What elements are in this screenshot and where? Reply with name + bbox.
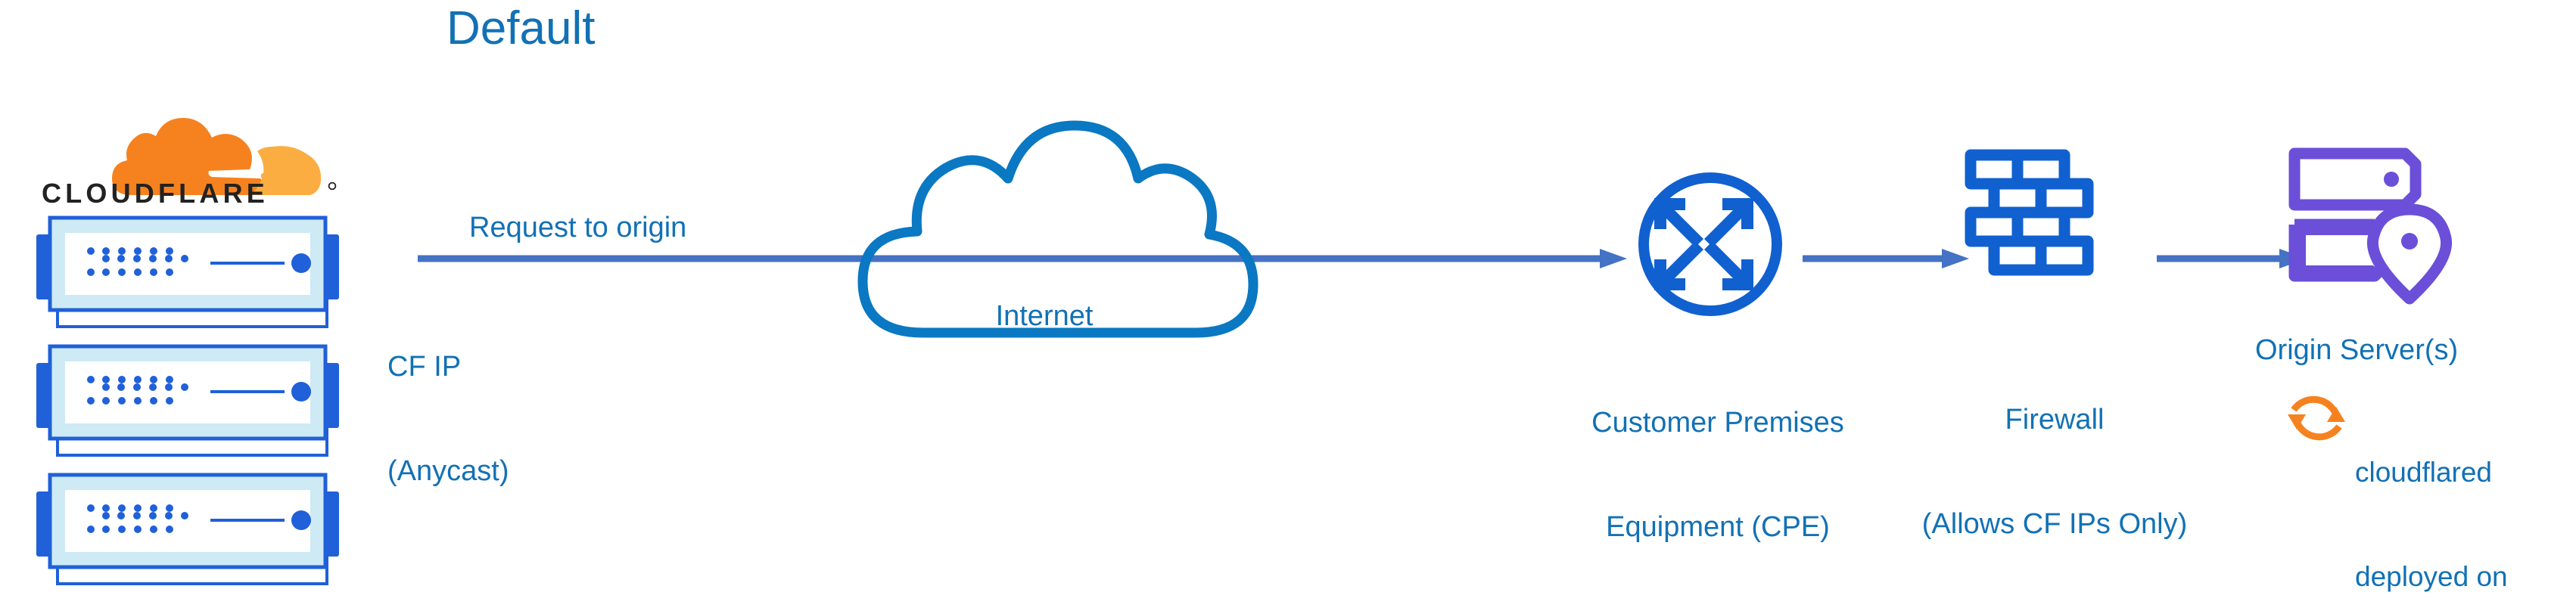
brick-wall-icon [1962,147,2109,318]
cpe-label-line-1: Customer Premises [1591,407,1844,439]
circular-arrows-sync-icon [2285,387,2347,449]
cloudflare-wordmark: CLOUDFLARE [42,178,344,210]
server-rack-icon [21,212,354,344]
origin-server-label: Origin Server(s) [2255,334,2459,366]
server-rack-with-location-pin-icon [2285,140,2467,306]
server-rack-icon [21,340,354,473]
cloudflared-note-line-2: deployed on [2355,561,2508,592]
cloudflared-note-line-1: cloudflared [2355,457,2493,488]
cloud-outline-icon [832,106,1271,348]
request-to-origin-label: Request to origin [469,212,687,243]
server-rack-icon [21,469,354,601]
router-four-arrows-icon [1631,165,1790,324]
cf-ip-line-1: CF IP [387,351,462,383]
cf-ip-line-2: (Anycast) [387,455,509,487]
cpe-label: Customer Premises Equipment (CPE) [1559,336,1877,614]
cpe-to-firewall-arrow [1803,248,1971,269]
page-title: Default [446,2,596,54]
cf-ip-anycast-label: CF IP (Anycast) [387,280,509,558]
svg-text:CLOUDFLARE: CLOUDFLARE [42,178,269,209]
edge-to-cpe-arrow [418,248,1629,269]
firewall-label: Firewall (Allows CF IPs Only) [1896,333,2214,611]
firewall-label-line-2: (Allows CF IPs Only) [1921,508,2188,540]
cpe-label-line-2: Equipment (CPE) [1606,511,1830,543]
firewall-label-line-1: Firewall [2005,404,2105,436]
cloudflared-note-label: cloudflared deployed on servers [2355,386,2576,614]
internet-label: Internet [995,300,1094,332]
cloudflare-cloud-logo-icon [23,106,341,200]
